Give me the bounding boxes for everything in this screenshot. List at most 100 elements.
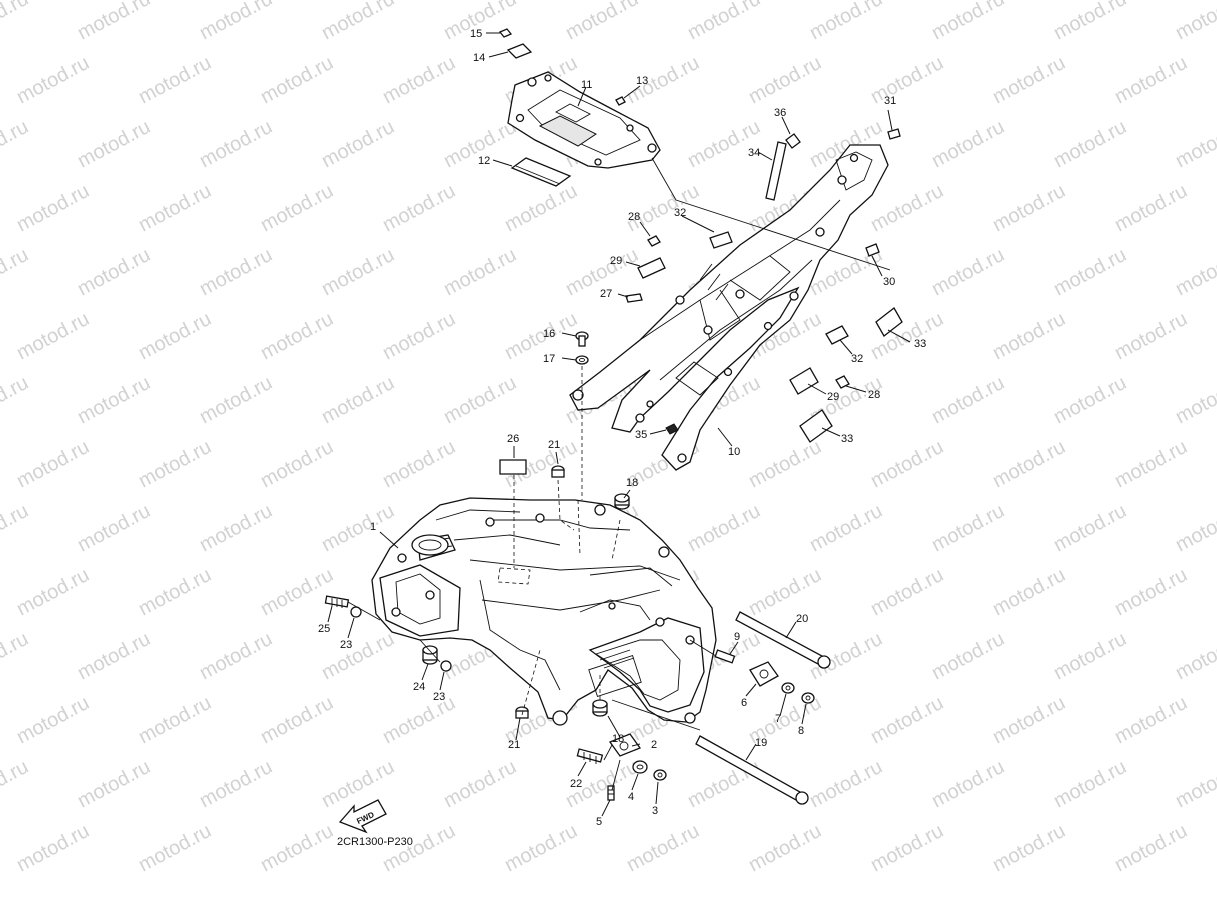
watermark-text: motod.ru: [135, 180, 215, 236]
watermark-text: motod.ru: [1172, 628, 1217, 684]
watermark-text: motod.ru: [257, 820, 337, 876]
watermark-text: motod.ru: [989, 564, 1069, 620]
part-3-nut: [653, 769, 667, 781]
part-17-washer: [575, 355, 589, 365]
watermark-text: motod.ru: [501, 820, 581, 876]
part-36-clip: [785, 133, 801, 149]
watermark-text: motod.ru: [1172, 372, 1217, 428]
watermark-text: motod.ru: [1050, 372, 1130, 428]
part-7-collar: [781, 682, 795, 694]
part-33-decal-upper: [875, 307, 903, 337]
callout-13: 13: [636, 75, 648, 87]
watermark-text: motod.ru: [867, 564, 947, 620]
watermark-text: motod.ru: [867, 180, 947, 236]
callout-17: 17: [543, 353, 555, 365]
callout-10: 10: [728, 446, 740, 458]
watermark-text: motod.ru: [379, 180, 459, 236]
part-21-nut-lower: [515, 706, 529, 719]
callout-28-upper: 28: [628, 211, 640, 223]
watermark-text: motod.ru: [1050, 244, 1130, 300]
watermark-text: motod.ru: [928, 756, 1008, 812]
callout-12: 12: [478, 155, 490, 167]
part-33-decal-lower: [799, 409, 833, 443]
part-28-tag: [647, 235, 661, 247]
diagram-code: 2CR1300-P230: [337, 836, 413, 848]
watermark-text: motod.ru: [1172, 0, 1217, 44]
callout-32-lower: 32: [851, 353, 863, 365]
part-1-main-frame: [371, 497, 717, 726]
callout-9: 9: [734, 631, 740, 643]
part-14-pad: [506, 43, 533, 59]
callout-21-upper: 21: [548, 439, 560, 451]
callout-15: 15: [470, 28, 482, 40]
watermark-text: motod.ru: [989, 436, 1069, 492]
watermark-text: motod.ru: [257, 436, 337, 492]
part-24-collar: [422, 645, 438, 665]
part-27-clip: [625, 293, 643, 303]
callout-18-lower: 18: [612, 733, 624, 745]
watermark-text: motod.ru: [13, 180, 93, 236]
watermark-text: motod.ru: [196, 0, 276, 44]
watermark-text: motod.ru: [257, 180, 337, 236]
callout-19: 19: [755, 737, 767, 749]
watermark-text: motod.ru: [623, 180, 703, 236]
part-32-decal: [709, 231, 733, 249]
watermark-text: motod.ru: [257, 52, 337, 108]
watermark-text: motod.ru: [74, 372, 154, 428]
callout-34: 34: [748, 147, 760, 159]
leader-lines: [327, 32, 911, 817]
watermark-text: motod.ru: [684, 0, 764, 44]
callout-23-left: 23: [340, 639, 352, 651]
watermark-text: motod.ru: [867, 308, 947, 364]
callout-23-right: 23: [433, 691, 445, 703]
part-18-collar-upper: [614, 493, 630, 510]
part-13-bolt: [615, 96, 626, 106]
watermark-text: motod.ru: [440, 756, 520, 812]
watermark-text: motod.ru: [379, 692, 459, 748]
part-29-decal: [637, 257, 666, 279]
watermark-text: motod.ru: [989, 692, 1069, 748]
callout-7: 7: [775, 713, 781, 725]
watermark-text: motod.ru: [379, 52, 459, 108]
watermark-text: motod.ru: [989, 52, 1069, 108]
part-6-bracket: [749, 661, 779, 687]
part-12-damper: [510, 157, 572, 187]
callout-27: 27: [600, 288, 612, 300]
callout-11: 11: [581, 79, 592, 91]
watermark-text: motod.ru: [318, 116, 398, 172]
part-5-bolt: [607, 785, 615, 801]
part-25-bolt: [324, 595, 350, 608]
callout-3: 3: [652, 805, 658, 817]
part-30-tag: [865, 243, 880, 257]
part-4-collar: [632, 760, 648, 774]
watermark-text: motod.ru: [867, 52, 947, 108]
watermark-text: motod.ru: [745, 52, 825, 108]
callout-21-lower: 21: [508, 739, 520, 751]
watermark-text: motod.ru: [257, 564, 337, 620]
watermark-text: motod.ru: [989, 180, 1069, 236]
watermark-text: motod.ru: [0, 628, 32, 684]
watermark-text: motod.ru: [318, 628, 398, 684]
watermark-text: motod.ru: [13, 692, 93, 748]
part-2-bracket: [608, 733, 642, 757]
callout-30: 30: [883, 276, 895, 288]
watermark-text: motod.ru: [928, 244, 1008, 300]
watermark-text: motod.ru: [501, 308, 581, 364]
callout-25: 25: [318, 623, 330, 635]
callout-2: 2: [651, 739, 657, 751]
assembly-lines: [347, 157, 891, 791]
watermark-text: motod.ru: [928, 116, 1008, 172]
watermark-text: motod.ru: [928, 372, 1008, 428]
watermark-text: motod.ru: [135, 308, 215, 364]
watermark-text: motod.ru: [74, 244, 154, 300]
watermark-text: motod.ru: [745, 820, 825, 876]
watermark-text: motod.ru: [196, 628, 276, 684]
callout-6: 6: [741, 697, 747, 709]
watermark-text: motod.ru: [318, 372, 398, 428]
watermark-text: motod.ru: [135, 436, 215, 492]
watermark-text: motod.ru: [196, 756, 276, 812]
watermark-text: motod.ru: [806, 0, 886, 44]
part-21-nut-upper: [551, 465, 565, 478]
watermark-text: motod.ru: [1111, 692, 1191, 748]
watermark-text: motod.ru: [318, 500, 398, 556]
